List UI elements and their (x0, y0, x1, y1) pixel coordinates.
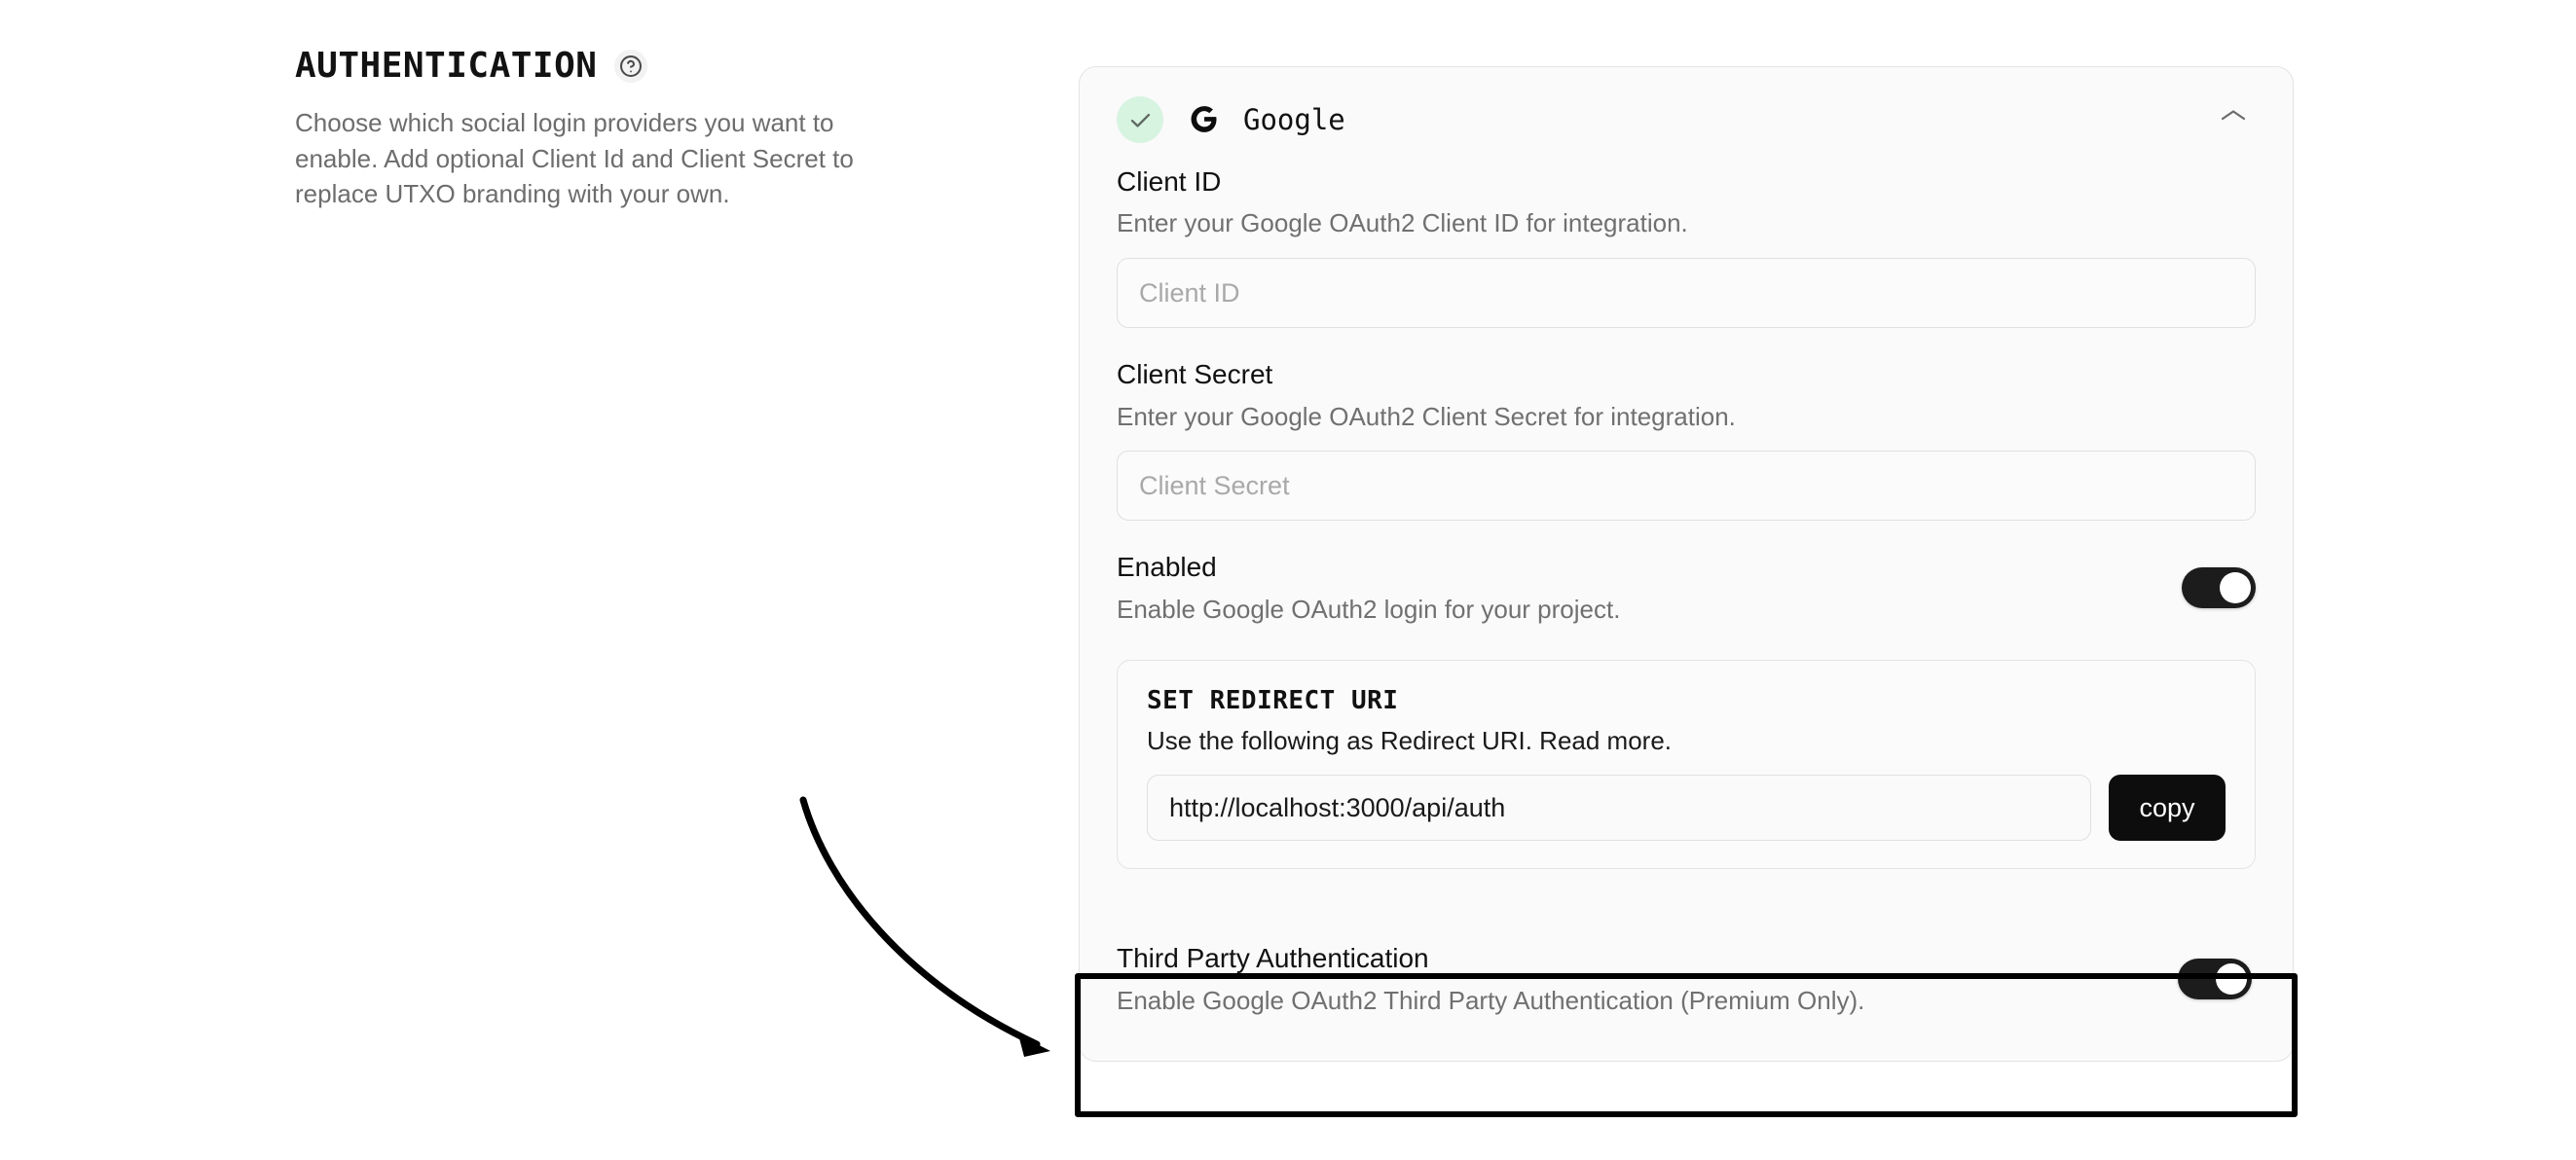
redirect-uri-input-row: copy (1147, 775, 2226, 842)
chevron-up-icon[interactable] (2211, 93, 2256, 138)
client-id-hint: Enter your Google OAuth2 Client ID for i… (1117, 208, 1688, 238)
third-party-texts: Third Party Authentication Enable Google… (1117, 941, 2149, 1017)
redirect-uri-panel: SET REDIRECT URI Use the following as Re… (1117, 659, 2256, 870)
toggle-knob (2216, 963, 2247, 996)
third-party-toggle[interactable] (2178, 959, 2252, 1000)
client-secret-hint: Enter your Google OAuth2 Client Secret f… (1117, 401, 1736, 431)
redirect-uri-title: SET REDIRECT URI (1147, 685, 1399, 715)
google-g-icon (1185, 100, 1224, 139)
client-secret-label: Client Secret (1117, 359, 1273, 390)
provider-name-label: Google (1243, 103, 1345, 136)
client-id-field-block: Client ID Enter your Google OAuth2 Clien… (1117, 164, 2256, 329)
third-party-label: Third Party Authentication (1117, 943, 1429, 974)
client-secret-field-block: Client Secret Enter your Google OAuth2 C… (1117, 357, 2256, 522)
curved-arrow-icon (799, 796, 1050, 1057)
provider-card-header[interactable]: Google (1080, 67, 2293, 164)
copy-button[interactable]: copy (2109, 775, 2226, 842)
question-mark-circle-icon[interactable] (614, 49, 648, 83)
enabled-hint: Enable Google OAuth2 login for your proj… (1117, 594, 1621, 624)
client-id-input[interactable] (1117, 258, 2256, 329)
enabled-label: Enabled (1117, 552, 1217, 583)
third-party-authentication-row: Third Party Authentication Enable Google… (1080, 902, 2293, 1060)
section-heading-row: AUTHENTICATION (295, 47, 938, 86)
google-provider-card: Google Client ID Enter your Google OAuth… (1079, 66, 2294, 1062)
third-party-hint: Enable Google OAuth2 Third Party Authent… (1117, 985, 1865, 1015)
redirect-uri-input[interactable] (1147, 775, 2091, 842)
section-description: Choose which social login providers you … (295, 107, 854, 209)
enabled-toggle[interactable] (2182, 567, 2256, 609)
client-secret-input[interactable] (1117, 451, 2256, 522)
enabled-texts: Enabled Enable Google OAuth2 login for y… (1117, 550, 2153, 626)
check-icon (1117, 96, 1163, 143)
toggle-knob (2220, 572, 2251, 604)
client-id-label: Client ID (1117, 166, 1222, 197)
redirect-uri-subtitle: Use the following as Redirect URI. Read … (1147, 725, 1673, 755)
page-title: AUTHENTICATION (295, 46, 598, 86)
enabled-row: Enabled Enable Google OAuth2 login for y… (1117, 550, 2256, 626)
authentication-section-info: AUTHENTICATION Choose which social login… (295, 47, 938, 212)
provider-card-body: Client ID Enter your Google OAuth2 Clien… (1080, 164, 2293, 870)
